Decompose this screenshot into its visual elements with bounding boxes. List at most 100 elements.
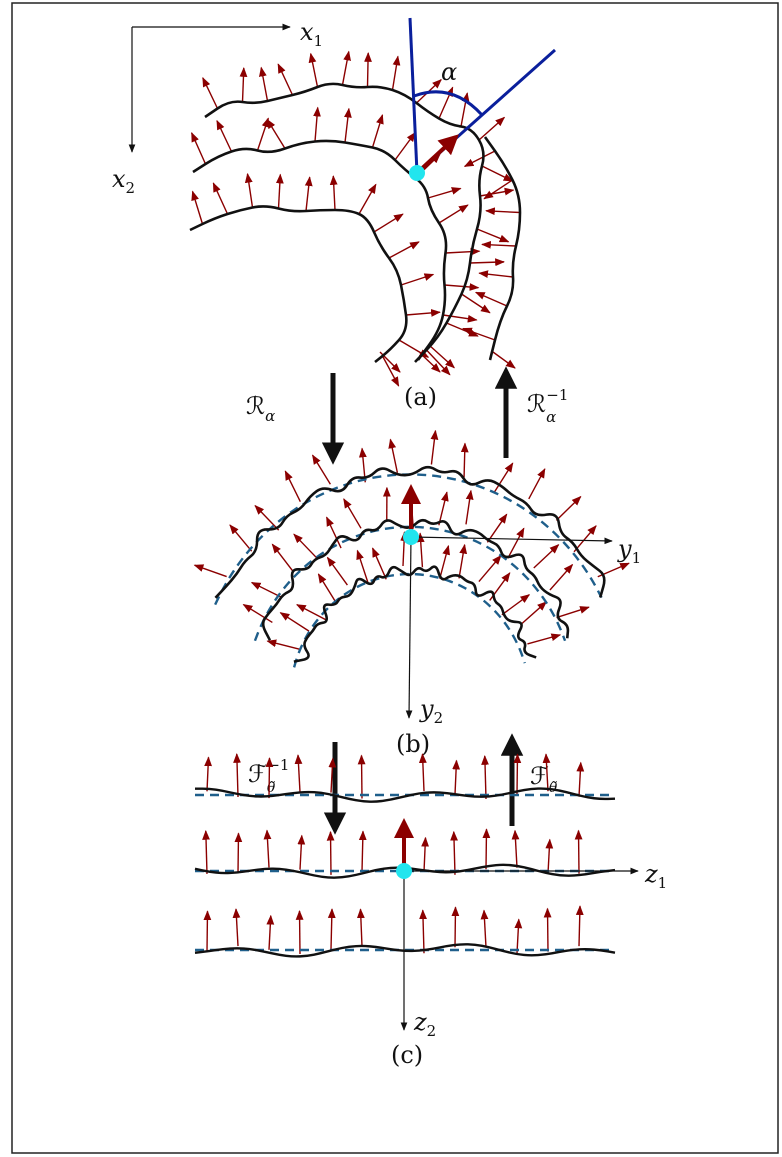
normal-arrow: [556, 606, 590, 619]
normal-arrow: [483, 179, 513, 200]
figure-frame: [11, 2, 779, 1154]
normal-arrow: [279, 612, 310, 632]
normal-arrow: [493, 462, 514, 493]
normal-arrow: [418, 753, 427, 792]
normal-arrow: [358, 183, 377, 215]
panel-c-normal-arrows: [202, 753, 585, 954]
normal-arrow: [481, 165, 514, 182]
normal-arrow: [478, 554, 502, 583]
angle-arc: [413, 90, 484, 117]
flatten-operator-label: ℱθ̃: [530, 762, 558, 796]
normal-arrow: [520, 601, 548, 626]
normal-arrow: [543, 907, 552, 952]
normal-arrow: [481, 755, 489, 800]
layer-curve: [189, 205, 408, 364]
normal-arrow: [263, 829, 272, 868]
normal-arrow: [304, 176, 313, 212]
normal-arrow: [328, 757, 337, 793]
normal-arrow: [388, 438, 399, 473]
panel-b: y1 y2 (b): [193, 429, 641, 758]
normal-arrow: [308, 52, 319, 88]
normal-arrow: [266, 639, 301, 651]
normal-arrow: [438, 491, 449, 526]
normal-arrow: [574, 829, 583, 874]
normal-arrow: [326, 830, 335, 875]
normal-arrow: [439, 544, 450, 579]
layer-curve: [194, 787, 616, 803]
normal-arrow: [445, 247, 481, 256]
normal-arrow: [463, 150, 496, 168]
normal-arrow: [317, 573, 337, 604]
normal-arrow: [343, 498, 362, 529]
layer-curve: [192, 139, 448, 361]
normal-arrow: [259, 66, 269, 102]
normal-arrow: [398, 339, 430, 358]
normal-arrow: [216, 119, 233, 152]
x2-axis-label: x2: [112, 165, 135, 197]
normal-arrow: [427, 187, 462, 199]
normal-arrow: [266, 118, 286, 149]
normal-arrow: [513, 753, 522, 795]
reference-point: [409, 165, 425, 181]
normal-arrow: [511, 829, 520, 868]
normal-arrow: [444, 283, 480, 291]
normal-arrow: [254, 504, 280, 531]
layer-curve: [293, 565, 537, 663]
normal-arrow: [203, 910, 212, 952]
y1-axis-label: y1: [617, 535, 641, 567]
normal-arrow: [233, 753, 241, 798]
normal-arrow: [421, 836, 430, 872]
normal-arrow: [469, 258, 505, 267]
rotation-inverse-operator-label: ℛα−1: [527, 386, 568, 426]
normal-arrow: [419, 352, 441, 373]
z1-axis-label: z1: [644, 860, 667, 892]
normal-arrow: [416, 532, 425, 568]
normal-arrow: [250, 581, 283, 599]
normal-arrow: [234, 832, 243, 874]
normal-arrow: [327, 908, 336, 950]
normal-arrow: [465, 489, 474, 525]
normal-arrow: [265, 757, 274, 799]
normal-arrow: [462, 327, 496, 341]
normal-arrow: [277, 63, 294, 96]
normal-arrow: [341, 50, 351, 86]
normal-arrow: [549, 563, 574, 591]
normal-arrow: [394, 131, 416, 161]
normal-arrow: [373, 213, 404, 233]
layer-curve: [204, 82, 485, 363]
normal-arrow: [460, 442, 469, 478]
z2-axis-label: z2: [413, 1008, 436, 1040]
normal-arrow: [555, 495, 582, 521]
normal-arrow: [391, 55, 401, 91]
normal-arrow: [446, 322, 479, 337]
layer-curve: [483, 136, 522, 361]
normal-arrow: [381, 355, 400, 387]
normal-arrow: [191, 132, 207, 165]
normal-arrow: [478, 116, 506, 141]
normal-arrow: [191, 190, 204, 225]
normal-arrow: [202, 76, 219, 109]
x1-axis-label: x1: [300, 18, 323, 50]
normal-arrow: [486, 513, 508, 543]
normal-arrow: [204, 756, 213, 792]
layer-curve: [214, 465, 606, 599]
panel-c: z1 z2 (c): [194, 753, 667, 1069]
normal-arrow: [232, 908, 241, 947]
normal-arrow: [212, 182, 229, 215]
normal-arrow: [202, 829, 210, 874]
normal-arrow: [297, 834, 306, 870]
normal-arrow: [501, 594, 531, 616]
angle-alpha-label: α: [441, 58, 457, 86]
panel-c-label: (c): [391, 1041, 423, 1069]
reference-point-c: [396, 863, 412, 879]
normal-arrow: [474, 291, 508, 307]
vertical-reference-line: [408, 17, 419, 174]
normal-arrow: [388, 241, 420, 259]
rotation-operator-label: ℛα: [246, 392, 275, 425]
panel-a-label: (a): [404, 383, 437, 411]
normal-arrow: [528, 468, 546, 500]
normal-arrow: [266, 914, 275, 950]
normal-arrow: [275, 173, 284, 209]
normal-arrow: [271, 543, 294, 572]
